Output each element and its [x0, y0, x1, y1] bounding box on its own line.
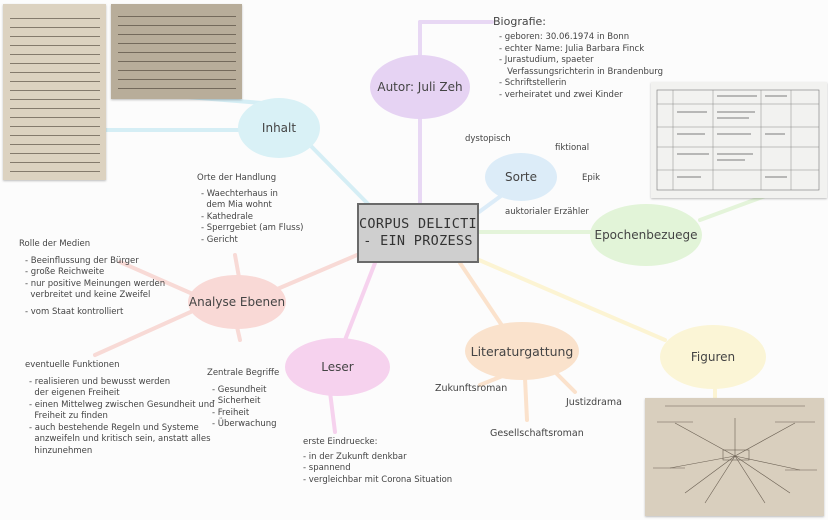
connector-analyse-funktionen [93, 308, 197, 357]
medien-block: Rolle der Medien - Beeinflussung der Bür… [19, 239, 165, 318]
central-topic-line2: - EIN PROZESS [363, 233, 473, 249]
funktionen-item: - realisieren und bewusst werden [29, 376, 171, 387]
connector-leser-eindruecke [328, 390, 337, 434]
orte-item: dem Mia wohnt [201, 200, 272, 210]
medien-item: - große Reichweite [25, 267, 105, 277]
sorte-epik: Epik [582, 173, 601, 183]
funktionen-list: - realisieren und bewusst werden der eig… [25, 377, 214, 458]
eindruecke-item: - vergleichbar mit Corona Situation [303, 474, 453, 485]
central-topic-line1: CORPUS DELICTI [359, 216, 477, 232]
biografie-item: - geboren: 30.06.1974 in Bonn [499, 32, 630, 42]
mindmap-photo [645, 398, 824, 516]
connector-figuren [477, 258, 667, 342]
begriffe-list: - Gesundheit - Sicherheit - Freiheit - Ü… [207, 385, 279, 431]
medien-item: - Beeinflussung der Bürger [25, 255, 139, 266]
medien-item: verbreitet und keine Zweifel [25, 290, 151, 300]
node-autor[interactable]: Autor: Juli Zeh [370, 55, 470, 119]
node-inhalt[interactable]: Inhalt [238, 98, 320, 158]
biografie-item: Verfassungsrichterin in Brandenburg [499, 66, 663, 77]
notes-photo-left [3, 4, 106, 180]
orte-title: Orte der Handlung [197, 173, 277, 183]
node-leser[interactable]: Leser [285, 338, 390, 396]
connector-leser [343, 261, 377, 342]
funktionen-title: eventuelle Funktionen [25, 360, 120, 370]
node-epochen[interactable]: Epochenbezuege [590, 204, 702, 266]
biografie-block: Biografie: - geboren: 30.06.1974 in Bonn… [493, 15, 663, 101]
gattung-gesellschaft: Gesellschaftsroman [490, 428, 584, 439]
funktionen-item: der eigenen Freiheit [29, 388, 120, 398]
eindruecke-block: erste Eindruecke: - in der Zukunft denkb… [303, 437, 452, 486]
node-analyse[interactable]: Analyse Ebenen [188, 275, 286, 329]
sorte-erzaehler: auktorialer Erzähler [505, 207, 589, 217]
orte-list: - Waechterhaus in dem Mia wohnt - Kathed… [197, 189, 303, 247]
orte-item: - Kathedrale [201, 211, 254, 222]
eindruecke-title: erste Eindruecke: [303, 437, 378, 447]
sorte-dystopisch: dystopisch [465, 134, 511, 144]
connector-inhalt [303, 138, 374, 210]
biografie-item: - verheiratet und zwei Kinder [499, 89, 623, 100]
connector-analyse [273, 253, 359, 292]
eindruecke-item: - spannend [303, 463, 351, 473]
orte-item: - Gericht [201, 234, 238, 245]
node-literatur[interactable]: Literaturgattung [465, 322, 579, 380]
central-topic[interactable]: CORPUS DELICTI - EIN PROZESS [357, 203, 479, 263]
notes-photo-right [111, 4, 242, 99]
orte-item: - Sperrgebiet (am Fluss) [201, 223, 304, 233]
begriffe-item: - Überwachung [212, 419, 277, 429]
begriffe-item: - Freiheit [212, 407, 250, 418]
eindruecke-item: - in der Zukunft denkbar [303, 451, 407, 462]
connector-literatur-gesellschaft [523, 376, 529, 422]
gattung-justiz: Justizdrama [566, 397, 622, 408]
connector-literatur [458, 261, 507, 332]
funktionen-item: - auch bestehende Regeln und Systeme [29, 422, 199, 433]
biografie-item: - Schriftstellerin [499, 78, 567, 88]
mindmap-sketch [653, 405, 817, 504]
begriffe-item: - Sicherheit [212, 396, 261, 406]
node-autor-label: Autor: Juli Zeh [377, 80, 463, 94]
orte-item: - Waechterhaus in [201, 188, 278, 199]
node-inhalt-label: Inhalt [261, 121, 297, 135]
biografie-item: - Jurastudium, spaeter [499, 55, 594, 65]
node-leser-label: Leser [321, 360, 354, 374]
node-figuren[interactable]: Figuren [660, 325, 766, 389]
node-epochen-label: Epochenbezuege [594, 228, 698, 242]
node-sorte-label: Sorte [505, 170, 537, 184]
gattung-zukunft: Zukunftsroman [435, 383, 508, 394]
eindruecke-list: - in der Zukunft denkbar - spannend - ve… [303, 452, 452, 487]
table-photo [651, 82, 827, 198]
begriffe-block: Zentrale Begriffe - Gesundheit - Sicherh… [207, 368, 279, 431]
table-sketch [656, 89, 820, 191]
medien-list: - Beeinflussung der Bürger - große Reich… [19, 256, 165, 319]
begriffe-title: Zentrale Begriffe [207, 368, 280, 378]
node-sorte[interactable]: Sorte [485, 153, 557, 201]
biografie-item: - echter Name: Julia Barbara Finck [499, 43, 645, 54]
sorte-fiktional: fiktional [555, 143, 590, 153]
funktionen-item: Freiheit zu finden [29, 411, 108, 421]
connector-literatur-justiz [553, 370, 577, 394]
funktionen-item: anzweifeln und kritisch sein, anstatt al… [29, 434, 211, 444]
node-analyse-label: Analyse Ebenen [188, 295, 286, 309]
funktionen-item: - einen Mittelweg zwischen Gesundheit un… [29, 399, 215, 410]
orte-block: Orte der Handlung - Waechterhaus in dem … [197, 173, 303, 246]
funktionen-block: eventuelle Funktionen - realisieren und … [25, 360, 214, 457]
connector-analyse-medien [118, 260, 197, 297]
biografie-title: Biografie: [493, 15, 546, 28]
medien-item: - nur positive Meinungen werden [25, 278, 166, 289]
begriffe-item: - Gesundheit [212, 384, 267, 395]
node-literatur-label: Literaturgattung [470, 343, 574, 359]
medien-title: Rolle der Medien [19, 239, 91, 249]
funktionen-item: hinzunehmen [29, 445, 93, 456]
medien-item: - vom Staat kontrolliert [25, 306, 124, 317]
biografie-list: - geboren: 30.06.1974 in Bonn - echter N… [493, 32, 663, 101]
node-figuren-label: Figuren [690, 350, 736, 364]
connector-epochen-photo [698, 194, 767, 222]
